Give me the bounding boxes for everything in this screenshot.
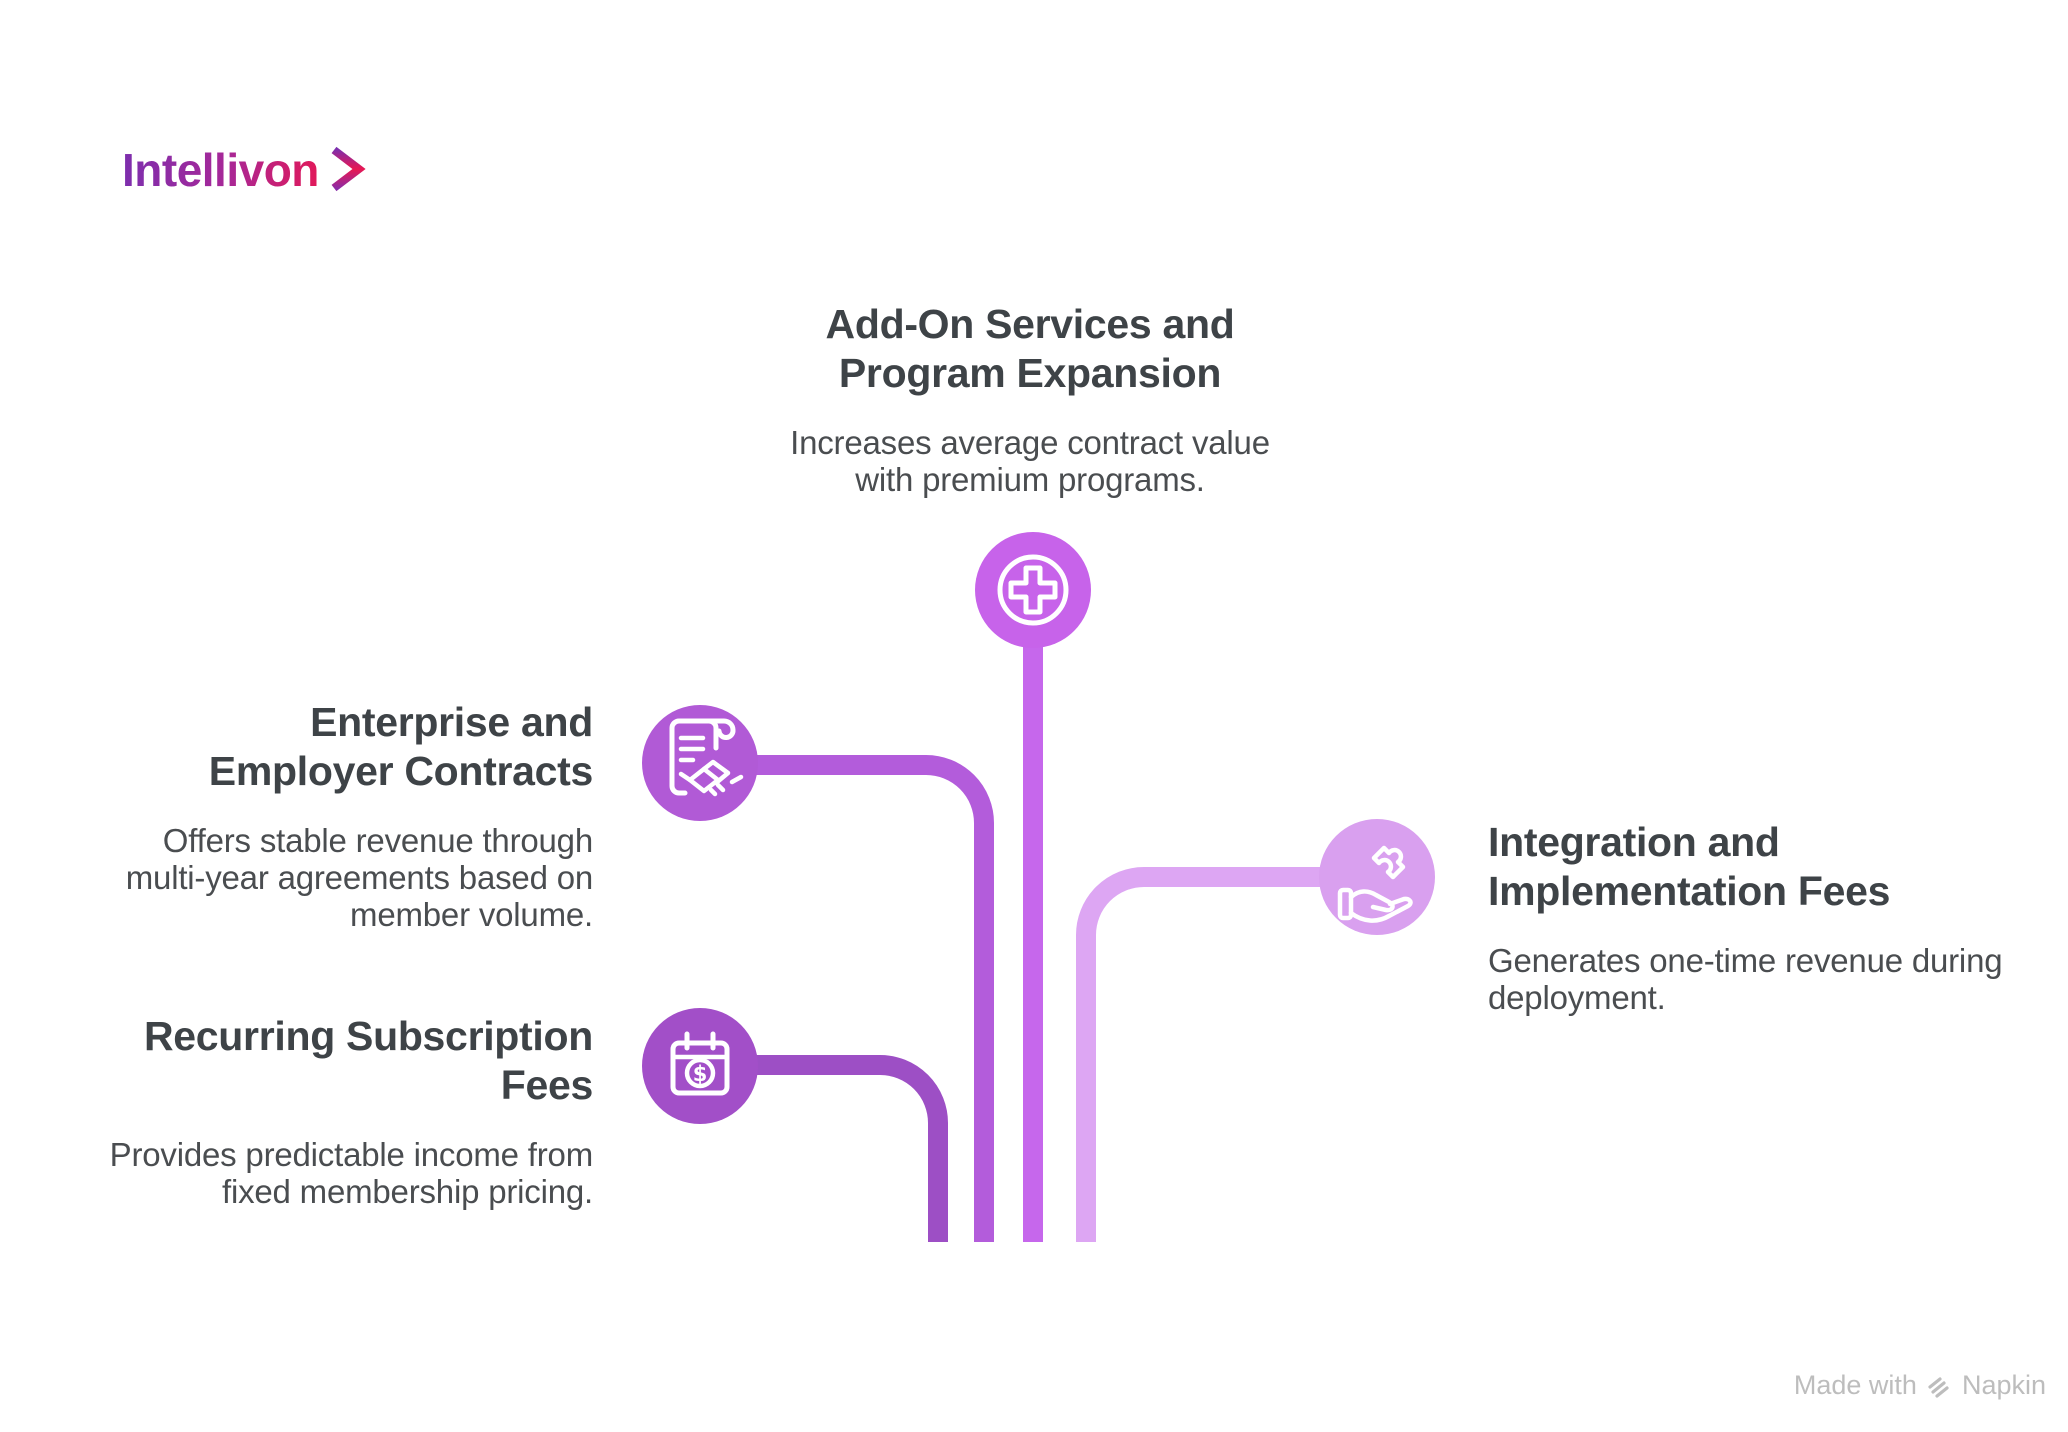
branch-recurring <box>752 1055 948 1242</box>
dollar-glyph: $ <box>693 1062 708 1086</box>
node-integration: Integration and Implementation Fees Gene… <box>1488 818 2068 1016</box>
integration-icon-circle <box>1319 819 1435 935</box>
plus-icon <box>997 554 1069 626</box>
calendar-dollar-icon: $ <box>670 1031 730 1096</box>
enterprise-title: Enterprise and Employer Contracts <box>208 699 594 794</box>
branch-integration <box>1076 867 1330 1242</box>
integration-title: Integration and Implementation Fees <box>1488 819 1891 914</box>
made-with-label: Made with <box>1793 1370 1917 1400</box>
napkin-brand-label: Napkin <box>1961 1370 2046 1400</box>
branch-enterprise <box>752 755 994 1242</box>
addon-icon-circle <box>975 532 1091 648</box>
napkin-logo-icon <box>1928 1377 1949 1398</box>
made-with-napkin-attribution: Made with Napkin <box>1794 1370 2046 1401</box>
node-enterprise: Enterprise and Employer Contracts Offers… <box>73 698 594 933</box>
recurring-icon-circle <box>642 1008 758 1124</box>
addon-description: Increases average contract value with pr… <box>790 424 1270 498</box>
recurring-description: Provides predictable income from fixed m… <box>109 1136 594 1210</box>
node-addon: Add-On Services and Program Expansion In… <box>760 300 1300 498</box>
chevron-right-icon <box>331 146 366 192</box>
recurring-title: Recurring Subscription Fees <box>143 1013 593 1108</box>
intellivon-logo: Intellivon <box>122 144 366 196</box>
contract-handshake-icon <box>669 718 744 797</box>
enterprise-description: Offers stable revenue through multi-year… <box>125 822 593 933</box>
node-recurring: Recurring Subscription Fees Provides pre… <box>73 1012 594 1210</box>
logo-text: Intellivon <box>122 144 319 196</box>
addon-title: Add-On Services and Program Expansion <box>825 301 1235 396</box>
integration-description: Generates one-time revenue during deploy… <box>1488 942 2003 1016</box>
hand-puzzle-icon <box>1337 845 1413 923</box>
